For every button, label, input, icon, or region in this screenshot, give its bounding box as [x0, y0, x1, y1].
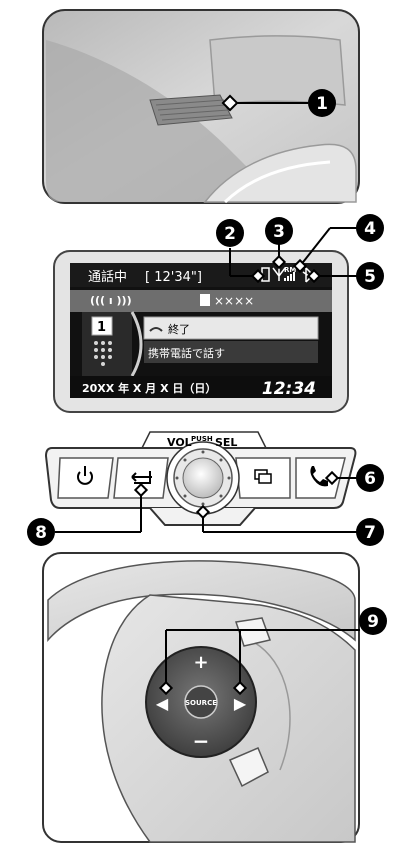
callout-1-leader — [221, 94, 308, 112]
callout-number: 3 — [273, 222, 285, 242]
callout-badge — [356, 262, 384, 290]
power-button[interactable] — [57, 457, 114, 499]
callout-number: 6 — [364, 469, 376, 489]
display-rm-label: RM — [284, 266, 296, 274]
callout-number: 2 — [224, 224, 236, 244]
callout-number: 8 — [35, 523, 47, 543]
microphone-grille — [149, 94, 233, 126]
back-button[interactable] — [113, 457, 169, 499]
display-menu-end: 終了 — [168, 322, 190, 336]
callout-2-leader — [229, 248, 266, 284]
callout-9-leader — [158, 629, 360, 696]
callout-number: 7 — [364, 523, 376, 543]
push-label: PUSH — [191, 435, 213, 443]
callout-number: 1 — [316, 94, 328, 114]
callout-badge — [356, 518, 384, 546]
svg-text:((( ı ))): ((( ı ))) — [90, 294, 132, 307]
volume-down-button[interactable]: − — [193, 729, 210, 753]
callout-3-leader — [271, 244, 287, 270]
vol-label: VOL — [167, 436, 192, 449]
volume-up-button[interactable]: + — [193, 652, 208, 673]
sel-label: SEL — [215, 436, 237, 449]
callout-4-leader — [292, 227, 357, 274]
display-speed-dial-number: 1 — [97, 320, 106, 335]
callout-badges: 1 2 3 4 5 6 7 8 9 — [27, 89, 387, 635]
callout-badge — [27, 518, 55, 546]
display-unit: ((( ı ))) — [53, 250, 349, 413]
display-contact-name: ×××× — [214, 294, 254, 308]
callout-5-leader — [306, 268, 358, 284]
display-menu-handset: 携帯電話で話す — [148, 346, 225, 360]
display-status-text: 通話中 — [88, 269, 127, 285]
callout-number: 5 — [364, 267, 376, 287]
callout-badge — [216, 219, 244, 247]
callout-8-leader — [55, 482, 149, 533]
vol-push-sel-knob[interactable] — [166, 441, 240, 515]
callout-7-leader — [195, 504, 357, 533]
phone-button[interactable] — [295, 457, 346, 499]
callout-badge — [356, 214, 384, 242]
menu-button[interactable] — [235, 457, 291, 499]
skip-right-button[interactable]: ▶ — [234, 694, 247, 713]
display-call-time: [ 12'34"] — [145, 270, 202, 285]
callout-badge — [359, 607, 387, 635]
display-clock: 12:34 — [262, 379, 316, 399]
callout-number: 9 — [367, 612, 379, 632]
callout-badge — [356, 464, 384, 492]
skip-left-button[interactable]: ◀ — [156, 694, 169, 713]
source-button[interactable]: SOURCE — [185, 699, 217, 707]
callout-badge — [265, 217, 293, 245]
callout-number: 4 — [364, 219, 376, 239]
callout-6-leader — [324, 470, 357, 486]
callout-badge — [308, 89, 336, 117]
display-date: 20XX 年 X 月 X 日（日） — [82, 381, 216, 395]
steering-control-pad — [145, 646, 257, 758]
